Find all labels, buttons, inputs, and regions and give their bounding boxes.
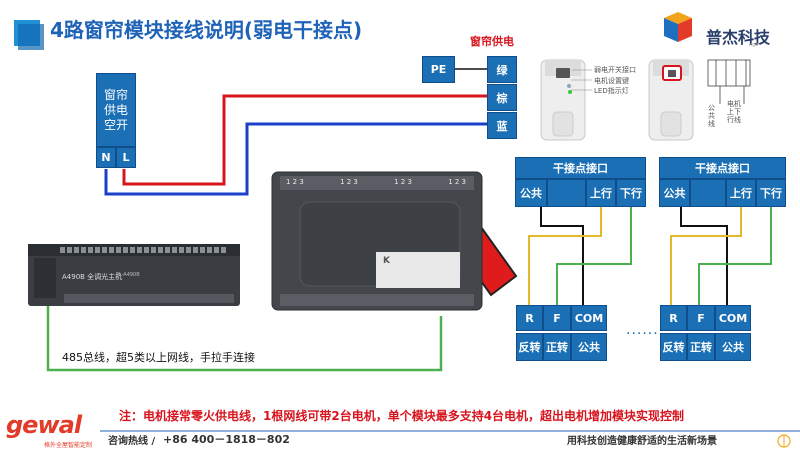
host-terminal-screw [179, 247, 184, 253]
host-terminal-screw [144, 247, 149, 253]
host-terminal-screw [221, 247, 226, 253]
motor-label-common: 公共 [715, 333, 751, 361]
annotation-setting-key: 电机设置键 [594, 77, 629, 85]
motor-label-common: 公共 [571, 333, 607, 361]
curtain-power-breaker: 窗帘 供电 空开 [96, 73, 136, 147]
footer-slogan: 用科技创造健康舒适的生活新场景 [567, 436, 717, 447]
wire-485-bus [46, 305, 443, 372]
host-terminal-screw [123, 247, 128, 253]
host-terminals [60, 247, 226, 253]
host-terminal-screw [95, 247, 100, 253]
wire-brown-terminal: 棕 [487, 84, 517, 111]
motor-terminal-r: R [516, 305, 543, 331]
motor-label-forward: 正转 [687, 333, 715, 361]
host-terminal-screw [74, 247, 79, 253]
module-port-label: 1 2 3 [448, 178, 466, 186]
wire-up-yellow-1 [528, 207, 602, 305]
wire-common-black-1 [540, 207, 584, 305]
brand-cube-icon [664, 12, 692, 42]
motor-image-2 [648, 59, 751, 141]
host-terminal-screw [88, 247, 93, 253]
pe-terminal: PE [422, 56, 455, 83]
dry-contact-up: 上行 [586, 179, 616, 207]
module-port-strip: 1 2 3 1 2 3 1 2 3 1 2 3 [286, 178, 466, 186]
host-terminal-screw [67, 247, 72, 253]
host-terminal-screw [60, 247, 65, 253]
host-terminal-screw [116, 247, 121, 253]
wire-down-green-2 [698, 207, 772, 305]
host-terminal-screw [214, 247, 219, 253]
breaker-n-terminal: N [96, 147, 116, 168]
host-terminal-screw [109, 247, 114, 253]
dry-contact-down: 下行 [756, 179, 786, 207]
wire-green-terminal: 绿 [487, 56, 517, 83]
brand-gewal-logo: gewal [6, 411, 82, 439]
bus-note: 485总线，超5类以上网线，手拉手连接 [62, 351, 255, 364]
wire-common-black-2 [680, 207, 728, 305]
annotation-led-indicator: LED指示灯 [594, 87, 629, 95]
dry-contact-common: 公共 [515, 179, 547, 207]
curtain-power-title: 窗帘供电 [470, 35, 514, 48]
motor-terminal-com: COM [571, 305, 607, 331]
dry-contact-header: 干接点接口 [515, 157, 646, 179]
annotation-switch-port: 弱电开关接口 [594, 66, 636, 74]
motor-label-reverse: 反转 [516, 333, 543, 361]
breaker-label-line-2: 供电 [103, 102, 128, 117]
annotation-common-wire: 公共线 [708, 104, 715, 128]
dry-contact-blank [690, 179, 726, 207]
host-terminal-screw [172, 247, 177, 253]
breaker-l-terminal: L [116, 147, 136, 168]
host-terminal-screw [207, 247, 212, 253]
wire-down-green-1 [556, 207, 632, 305]
dry-contact-common: 公共 [659, 179, 690, 207]
wire-neutral-blue [104, 122, 487, 196]
host-terminal-screw [130, 247, 135, 253]
breaker-label-line-3: 空开 [103, 117, 128, 132]
host-terminal-screw [151, 247, 156, 253]
host-terminal-screw [158, 247, 163, 253]
host-terminal-screw [193, 247, 198, 253]
title-square-icon [14, 20, 44, 50]
footer-note: 注：电机接常零火供电线，1根网线可带2台电机，单个模块最多支持4台电机，超出电机… [119, 409, 685, 423]
dry-contact-blank [547, 179, 586, 207]
more-units-ellipsis: ...... [626, 322, 659, 338]
module-port-label: 1 2 3 [286, 178, 304, 186]
host-terminal-screw [165, 247, 170, 253]
curtain-module-device [271, 171, 483, 311]
host-terminal-screw [200, 247, 205, 253]
breaker-label-line-1: 窗帘 [103, 87, 128, 102]
host-terminal-screw [81, 247, 86, 253]
annotation-up-down-wire: 电机上下行线 [727, 100, 741, 124]
host-name: A490B 全调光主机 [62, 273, 123, 281]
module-port-label: 1 2 3 [394, 178, 412, 186]
wire-live-red [122, 94, 487, 186]
wire-up-yellow-2 [670, 207, 742, 305]
motor-terminal-r: R [660, 305, 687, 331]
motor-label-reverse: 反转 [660, 333, 687, 361]
host-terminal-screw [102, 247, 107, 253]
host-model: FL-A490B [116, 272, 140, 278]
footer-band [100, 430, 800, 448]
motor-terminal-f: F [543, 305, 571, 331]
page-title: 4路窗帘模块接线说明(弱电干接点) [50, 18, 363, 42]
motor-label-forward: 正转 [543, 333, 571, 361]
dry-contact-down: 下行 [616, 179, 646, 207]
dry-contact-header: 干接点接口 [659, 157, 786, 179]
host-terminal-screw [137, 247, 142, 253]
host-terminal-screw [186, 247, 191, 253]
motor-image-1 [540, 59, 592, 141]
wire-blue-terminal: 蓝 [487, 112, 517, 139]
hotline-label: 咨询热线 / [108, 436, 156, 447]
motor-terminal-com: COM [715, 305, 751, 331]
brand-logo-text: 普杰科技 [706, 28, 771, 47]
motor-terminal-f: F [687, 305, 715, 331]
dry-contact-up: 上行 [726, 179, 756, 207]
brand-logo-sub: ngo [749, 42, 759, 48]
brand-gewal-sub: 格外全屋智能定制 [44, 442, 93, 449]
module-badge: K [383, 256, 390, 266]
hotline-number: +86 400－1818－802 [163, 433, 290, 446]
module-port-label: 1 2 3 [340, 178, 358, 186]
